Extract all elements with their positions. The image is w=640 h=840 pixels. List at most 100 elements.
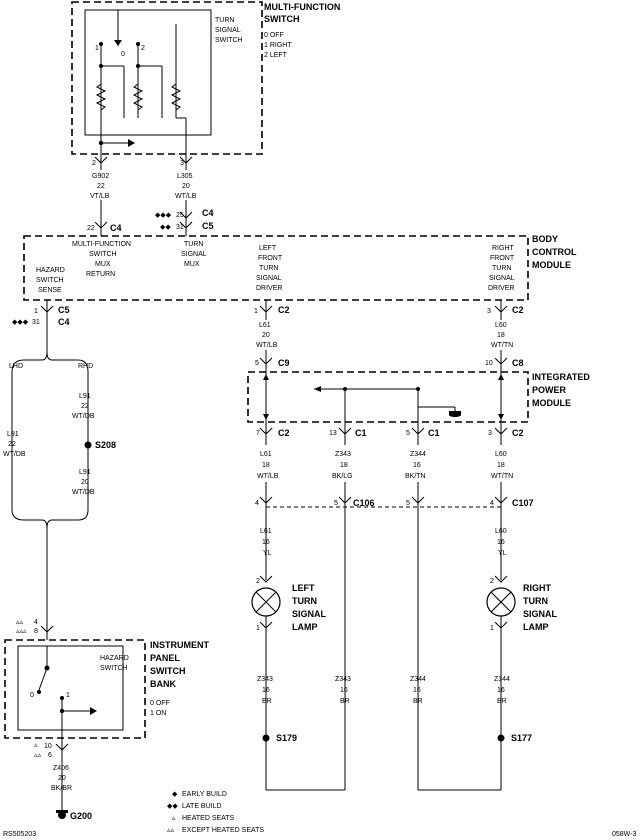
body-control-module[interactable]: BODY CONTROL MODULE HAZARD SWITCH SENSE …	[23, 234, 577, 301]
right-driver-pin: 3	[487, 308, 491, 315]
svg-text:L305: L305	[177, 173, 193, 180]
svg-text:PANEL: PANEL	[150, 653, 180, 663]
lamp-wires: L61 16 YL L60 16 YL	[260, 528, 507, 557]
left-driver-conn: C2	[278, 305, 290, 315]
mfs-pin-right: 3	[180, 160, 184, 167]
bcm-c4-pin: 22	[87, 225, 95, 232]
mfs-sub-1: TURN	[215, 17, 234, 24]
bcm-alt-pin-1: 25	[176, 212, 184, 219]
svg-text:C2: C2	[278, 428, 290, 438]
svg-text:L60: L60	[495, 322, 507, 329]
svg-text:18: 18	[497, 332, 505, 339]
mfs-pos-1: 1 RIGHT	[264, 42, 292, 49]
hazard-pin: 1	[34, 308, 38, 315]
lhd-label: LHD	[9, 363, 23, 370]
instrument-panel-switch-bank[interactable]: HAZARD SWITCH 0 1 INSTRUMENT PANEL SWITC…	[4, 639, 209, 739]
svg-text:5: 5	[334, 500, 338, 507]
svg-text:5: 5	[406, 500, 410, 507]
svg-text:SIGNAL: SIGNAL	[292, 609, 327, 619]
svg-text:Z343: Z343	[335, 676, 351, 683]
integrated-power-module[interactable]: INTEGRATED POWER MODULE	[247, 371, 590, 423]
svg-text:BODY: BODY	[532, 234, 558, 244]
svg-text:TURN: TURN	[259, 265, 278, 272]
late-marks-2: ◆◆◆	[12, 319, 29, 326]
heated-seats-symbol: ▵	[172, 815, 176, 822]
svg-text:Z343: Z343	[257, 676, 273, 683]
svg-text:FRONT: FRONT	[490, 255, 515, 262]
svg-text:SIGNAL: SIGNAL	[523, 609, 558, 619]
svg-text:LEFT: LEFT	[292, 583, 315, 593]
svg-text:SWITCH: SWITCH	[36, 277, 64, 284]
svg-text:L61: L61	[259, 322, 271, 329]
svg-text:C106: C106	[353, 498, 375, 508]
svg-text:SIGNAL: SIGNAL	[489, 275, 515, 282]
svg-text:POWER: POWER	[532, 385, 567, 395]
svg-text:SWITCH: SWITCH	[150, 666, 186, 676]
splice-s179: S179	[276, 733, 297, 743]
c8-pin: 10	[485, 360, 493, 367]
svg-text:HEATED SEATS: HEATED SEATS	[182, 815, 235, 822]
svg-text:18: 18	[262, 462, 270, 469]
left-driver-pin: 1	[254, 308, 258, 315]
left-turn-signal-lamp[interactable]: 2 1 LEFT TURN SIGNAL LAMP	[251, 575, 327, 632]
svg-text:C107: C107	[512, 498, 534, 508]
svg-text:0 OFF: 0 OFF	[150, 700, 170, 707]
svg-text:0: 0	[30, 692, 34, 699]
right-turn-signal-lamp[interactable]: 2 1 RIGHT TURN SIGNAL LAMP	[486, 575, 558, 632]
svg-text:SWITCH: SWITCH	[100, 665, 128, 672]
legend: ◆ EARLY BUILD ◆◆ LATE BUILD ▵ HEATED SEA…	[167, 791, 264, 834]
svg-text:4: 4	[255, 500, 259, 507]
svg-text:WT/DB: WT/DB	[72, 489, 95, 496]
c9-pin: 5	[255, 360, 259, 367]
wire-l91-20: L91 20 WT/DB	[72, 469, 95, 496]
svg-text:SIGNAL: SIGNAL	[256, 275, 282, 282]
bcm-alt-c5: C5	[202, 221, 214, 231]
svg-text:2: 2	[256, 578, 260, 585]
svg-text:WT/LB: WT/LB	[257, 473, 279, 480]
svg-text:MODULE: MODULE	[532, 260, 571, 270]
svg-text:WT/DB: WT/DB	[72, 413, 95, 420]
svg-text:INSTRUMENT: INSTRUMENT	[150, 640, 209, 650]
svg-text:VT/LB: VT/LB	[90, 193, 110, 200]
multi-function-switch[interactable]: 1 0 2 MULTI-FUNCTION SWITCH TURN SIGNAL …	[71, 1, 340, 155]
svg-text:YL: YL	[498, 550, 507, 557]
svg-text:YL: YL	[263, 550, 272, 557]
heated-marks: ▵▵	[16, 619, 24, 626]
svg-text:20: 20	[58, 775, 66, 782]
svg-text:1: 1	[66, 692, 70, 699]
svg-text:20: 20	[262, 332, 270, 339]
svg-text:L61: L61	[260, 451, 272, 458]
svg-text:20: 20	[182, 183, 190, 190]
svg-text:20: 20	[81, 479, 89, 486]
svg-text:RETURN: RETURN	[86, 271, 115, 278]
svg-text:FRONT: FRONT	[258, 255, 283, 262]
mfs-sub-3: SWITCH	[215, 37, 243, 44]
svg-text:BR: BR	[340, 698, 350, 705]
hazard-c5: C5	[58, 305, 70, 315]
late-build-symbol: ◆◆	[167, 803, 178, 810]
svg-text:1: 1	[490, 625, 494, 632]
except-heated-marks: ▵▵▵	[16, 628, 27, 635]
ipm-output-pins: 7 C2 13 C1 5 C1 3 C2	[256, 427, 524, 438]
svg-text:4: 4	[490, 500, 494, 507]
svg-text:16: 16	[497, 539, 505, 546]
rhd-label: RHD	[78, 363, 93, 370]
wire-l60-top: L60 18 WT/TN	[491, 322, 513, 349]
svg-text:G200: G200	[70, 811, 92, 821]
except-heated-seats-symbol: ▵▵	[167, 827, 175, 834]
svg-text:RIGHT: RIGHT	[492, 245, 515, 252]
svg-text:22: 22	[81, 403, 89, 410]
svg-text:MULTI-FUNCTION: MULTI-FUNCTION	[72, 241, 131, 248]
svg-text:EXCEPT HEATED SEATS: EXCEPT HEATED SEATS	[182, 827, 264, 834]
hazard-alt-pin: 31	[32, 319, 40, 326]
svg-text:16: 16	[340, 687, 348, 694]
mfs-title-1: MULTI-FUNCTION	[264, 2, 340, 12]
svg-text:16: 16	[497, 687, 505, 694]
svg-text:HAZARD: HAZARD	[36, 267, 65, 274]
ipsb-pin-4: 4	[34, 619, 38, 626]
svg-text:L60: L60	[495, 451, 507, 458]
c8-label: C8	[512, 358, 524, 368]
ground-wires: Z343 16 BR Z343 16 BR Z344 16 BR Z344 16…	[257, 676, 510, 705]
mfs-sub-2: SIGNAL	[215, 27, 241, 34]
